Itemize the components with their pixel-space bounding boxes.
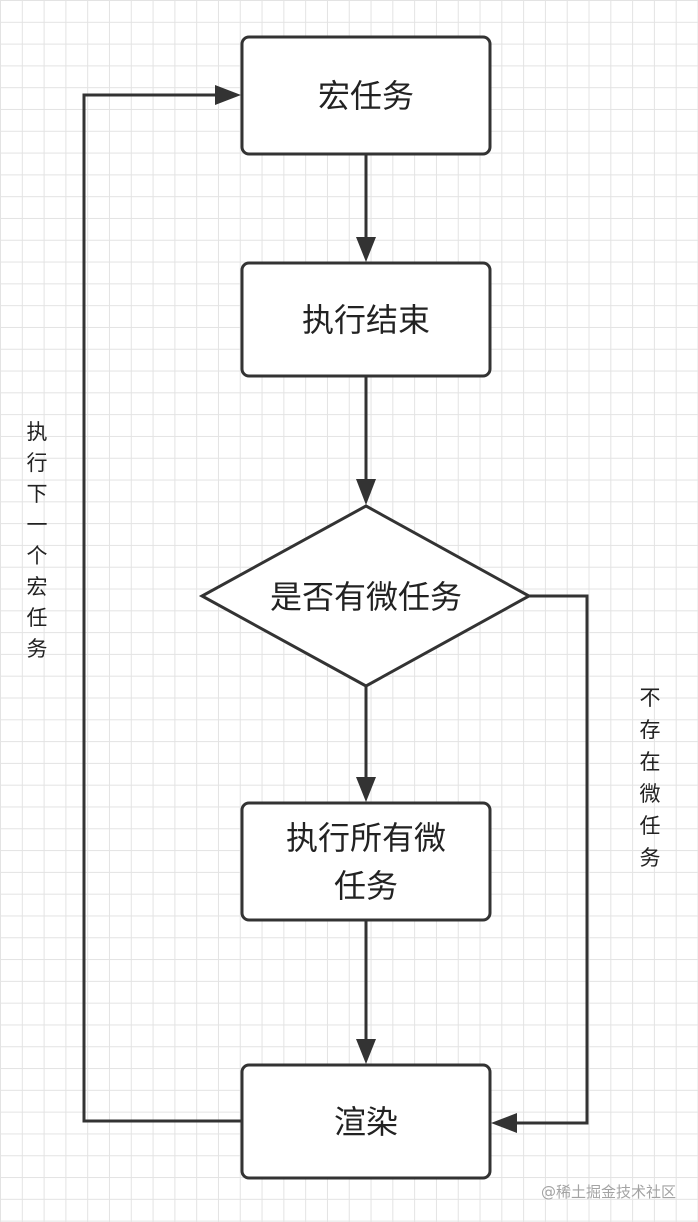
edge-label-no-micro: 不 存 在 微 任 务 [640, 686, 661, 870]
arrowhead-macrotask [215, 85, 241, 105]
edge-decision-no-to-render [516, 594, 589, 1125]
node-macrotask-label: 宏任务 [318, 77, 414, 115]
arrowhead-exec-end [356, 237, 376, 262]
no-micro-char: 务 [640, 846, 661, 870]
node-exec-all-micro-line2: 任务 [334, 867, 398, 905]
no-micro-char: 在 [640, 750, 661, 774]
node-render-label: 渲染 [334, 1103, 398, 1141]
next-macrotask-char: 个 [27, 544, 48, 568]
node-exec-end-label: 执行结束 [302, 301, 430, 339]
node-macrotask: 宏任务 [240, 35, 492, 156]
next-macrotask-char: 一 [27, 513, 48, 537]
next-macrotask-char: 行 [27, 451, 48, 475]
next-macrotask-char: 宏 [27, 575, 48, 599]
node-render: 渲染 [240, 1063, 492, 1180]
arrowhead-render [356, 1039, 376, 1064]
no-micro-char: 任 [640, 814, 661, 838]
next-macrotask-char: 务 [27, 637, 48, 661]
next-macrotask-char: 执 [27, 420, 48, 444]
edge-label-next-macrotask: 执 行 下 一 个 宏 任 务 [27, 420, 48, 661]
arrowhead-decision [356, 479, 376, 505]
node-exec-end: 执行结束 [240, 261, 492, 378]
next-macrotask-char: 任 [27, 606, 48, 630]
node-has-micro-decision: 是否有微任务 [198, 504, 533, 688]
watermark-text: @稀土掘金技术社区 [541, 1183, 676, 1201]
edge-render-loop-to-macrotask [82, 93, 241, 1123]
arrowhead-exec-all-micro [356, 777, 376, 802]
node-has-micro-label: 是否有微任务 [270, 578, 462, 616]
node-exec-all-micro-line1: 执行所有微 [286, 819, 446, 857]
no-micro-char: 存 [640, 718, 661, 742]
no-micro-char: 不 [640, 686, 661, 710]
node-exec-all-micro: 执行所有微 任务 [240, 801, 492, 922]
arrowhead-render-from-right [491, 1113, 517, 1133]
next-macrotask-char: 下 [27, 482, 48, 506]
no-micro-char: 微 [640, 782, 661, 806]
